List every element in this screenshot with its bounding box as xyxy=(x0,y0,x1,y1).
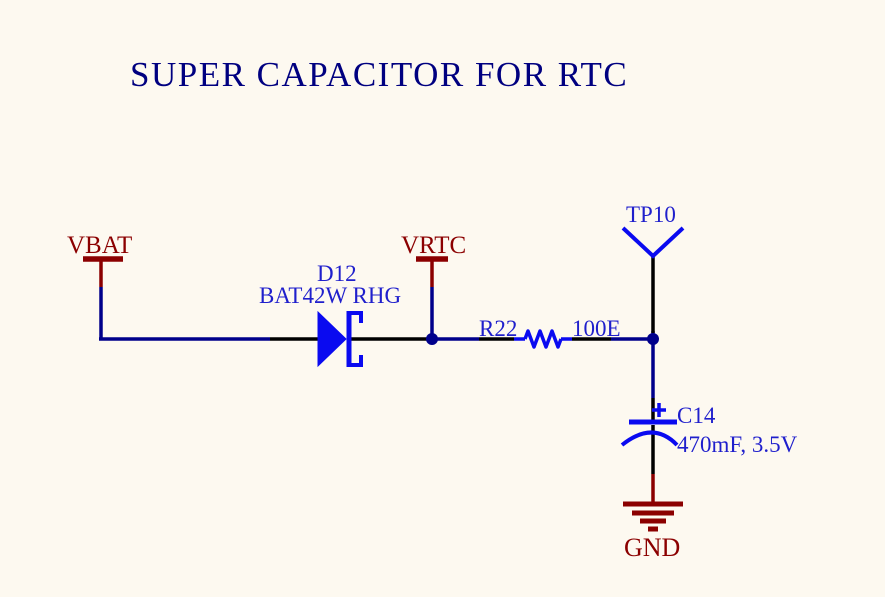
power-symbol-vrtc[interactable]: VRTC xyxy=(401,232,466,287)
diode-cathode-hook-top xyxy=(349,311,363,323)
capacitor-symbol[interactable]: C14 470mF, 3.5V xyxy=(620,403,798,457)
sheet-title: SUPER CAPACITOR FOR RTC xyxy=(130,55,628,94)
testpoint-symbol[interactable]: TP10 xyxy=(621,202,685,259)
gnd-net-label: GND xyxy=(624,533,680,562)
diode-symbol[interactable]: D12 BAT42W RHG xyxy=(259,261,401,368)
resistor-zigzag xyxy=(523,329,563,349)
resistor-symbol[interactable]: R22 100E xyxy=(479,316,621,349)
power-symbol-vbat[interactable]: VBAT xyxy=(67,232,132,287)
power-symbol-gnd[interactable]: GND xyxy=(623,474,683,562)
diode-designator: D12 xyxy=(317,261,357,286)
resistor-designator: R22 xyxy=(479,316,517,341)
capacitor-plus-sign xyxy=(652,403,666,417)
capacitor-designator: C14 xyxy=(677,403,716,428)
diode-triangle xyxy=(317,310,347,368)
vrtc-net-label: VRTC xyxy=(401,232,466,259)
junction-dot-vrtc[interactable] xyxy=(426,333,438,345)
testpoint-chevron xyxy=(621,226,685,259)
resistor-value: 100E xyxy=(572,316,621,341)
diode-part-number: BAT42W RHG xyxy=(259,283,401,308)
junction-dot-capacitor[interactable] xyxy=(647,333,659,345)
vbat-net-label: VBAT xyxy=(67,232,132,259)
capacitor-value: 470mF, 3.5V xyxy=(677,432,798,457)
testpoint-designator: TP10 xyxy=(626,202,676,227)
diode-cathode-hook-bottom xyxy=(349,355,363,367)
capacitor-plate-bottom-arc xyxy=(620,430,679,447)
